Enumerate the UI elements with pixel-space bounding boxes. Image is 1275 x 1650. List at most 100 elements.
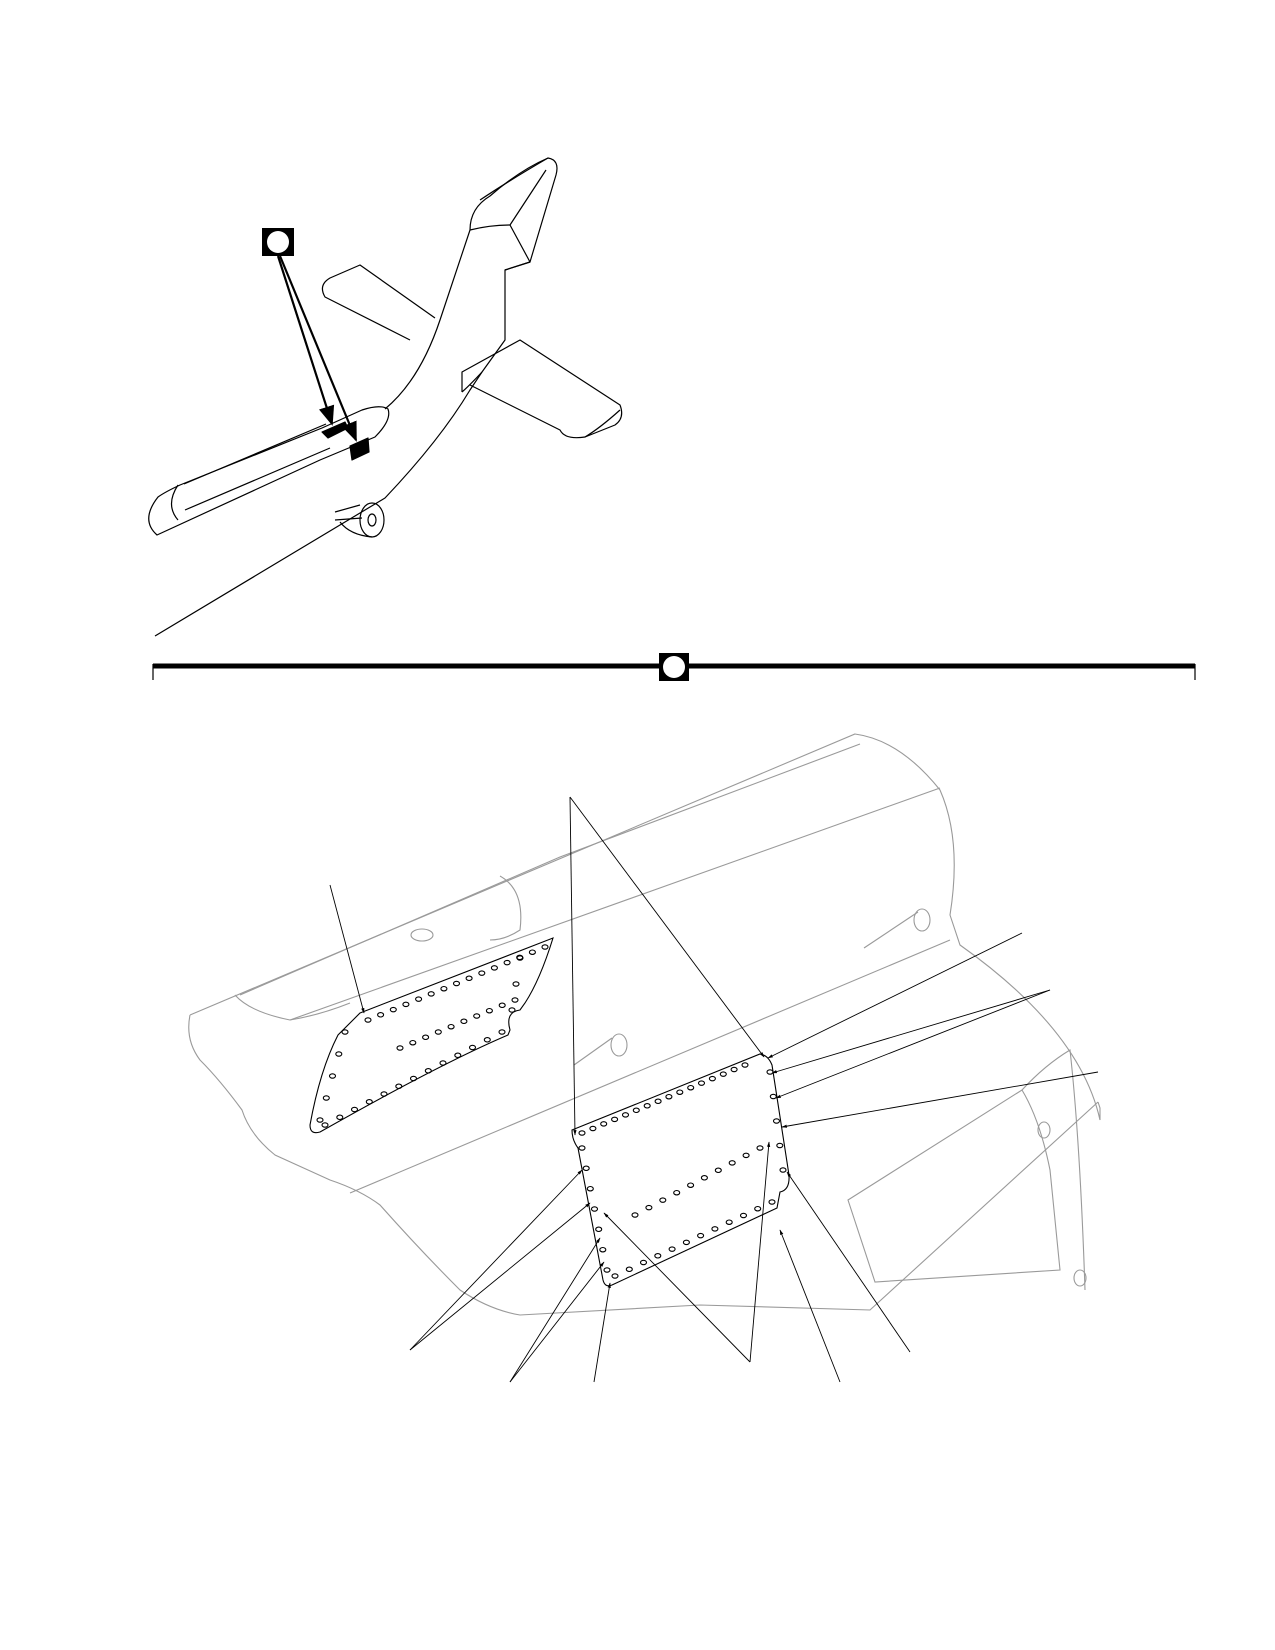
rivet-hole — [654, 1253, 662, 1259]
rivet-hole — [586, 1185, 594, 1192]
fin-inner-line — [469, 169, 547, 231]
rivet-hole — [590, 1206, 599, 1212]
leader-top-b — [569, 796, 765, 1058]
rivet-hole — [395, 1083, 403, 1090]
left-access-panel — [309, 937, 554, 1134]
rivet-hole — [364, 1017, 372, 1023]
leader-top-a — [569, 796, 577, 1136]
rivet-hole — [409, 1075, 418, 1082]
rivet-hole — [422, 1034, 430, 1041]
rivet-hole — [440, 985, 448, 992]
rivet-hole — [322, 1095, 330, 1101]
vertical-fin — [384, 157, 558, 410]
rivet-hole — [668, 1246, 676, 1252]
rivet-hole — [350, 1106, 359, 1113]
access-panel-lower — [349, 437, 370, 461]
right-panel-holes — [578, 1062, 787, 1279]
leader-bottom-2b — [509, 1261, 605, 1383]
rivet-hole — [454, 1052, 462, 1059]
leader-right-3 — [781, 1071, 1099, 1128]
housing-lower-line — [349, 939, 951, 1194]
stabilizer-left — [321, 264, 436, 341]
rivet-hole — [776, 1142, 784, 1149]
right-bay-hinge-1 — [1037, 1121, 1051, 1139]
rivet-hole — [728, 1160, 736, 1166]
leader-left-panel — [329, 884, 365, 1014]
housing-spine — [289, 787, 941, 1021]
rivet-hole — [611, 1273, 619, 1279]
rivet-hole — [503, 959, 511, 966]
rivet-hole — [460, 1018, 468, 1025]
rivet-hole — [756, 1145, 764, 1151]
tail-wheel-fork — [339, 521, 373, 538]
fin-cap — [479, 157, 549, 201]
detail-callout-upper — [262, 228, 358, 442]
leader-bottom-5 — [779, 1229, 841, 1383]
rivet-hole — [711, 1226, 719, 1232]
right-bay-hinge-2 — [1073, 1269, 1087, 1287]
rivet-hole — [424, 1068, 432, 1074]
rivet-hole — [632, 1107, 640, 1114]
rivet-hole — [659, 1197, 667, 1203]
tail-boom-outline — [148, 406, 390, 536]
rivet-hole — [654, 1098, 662, 1105]
rivet-hole — [316, 1117, 324, 1123]
rivet-hole — [483, 1037, 491, 1043]
leader-lines — [329, 796, 1099, 1383]
structure-hole-2 — [610, 1033, 628, 1057]
left-panel-outline — [309, 937, 554, 1134]
rivet-hole — [396, 1045, 404, 1051]
leader-bottom-1b — [409, 1202, 591, 1351]
rivet-hole — [365, 1099, 373, 1105]
rivet-hole — [708, 1075, 716, 1082]
detail-marker-circle-divider — [663, 656, 685, 678]
rivet-hole — [603, 1267, 611, 1273]
fuselage-lower-line — [154, 371, 483, 637]
right-bay-frame — [847, 1089, 1061, 1283]
rivet-hole — [631, 1212, 639, 1218]
leader-right-2a — [771, 989, 1051, 1074]
rivet-hole — [779, 1167, 787, 1173]
structure-hole-3 — [913, 908, 931, 932]
leader-bottom-4b — [749, 1141, 771, 1363]
rivet-hole — [511, 997, 519, 1003]
leader-bottom-2a — [509, 1237, 601, 1383]
view-divider — [152, 653, 1196, 681]
rivet-hole — [725, 1219, 733, 1225]
callout-arrow-2 — [278, 255, 358, 442]
rivet-hole — [478, 970, 486, 976]
callout-arrow-1 — [276, 255, 335, 426]
detail-structure — [188, 733, 1101, 1316]
rivet-hole — [485, 1007, 493, 1014]
leader-bottom-4a — [603, 1212, 751, 1363]
housing-curve — [234, 994, 351, 1021]
rivet-hole — [512, 981, 520, 987]
structure-hole-1 — [410, 928, 434, 942]
rivet-hole — [415, 996, 423, 1002]
rivet-hole — [719, 1071, 727, 1077]
leader-right-2b — [775, 989, 1051, 1099]
stabilizer-right-tip — [584, 409, 621, 438]
rivet-hole — [516, 955, 524, 961]
rivet-hole — [427, 991, 435, 997]
rivet-hole — [673, 1189, 681, 1196]
rivet-hole — [643, 1103, 651, 1109]
left-panel-holes — [316, 944, 549, 1128]
rivet-hole — [578, 1130, 586, 1136]
rivet-hole — [541, 944, 549, 950]
rivet-hole — [473, 1013, 481, 1019]
rivet-hole — [687, 1084, 695, 1091]
rivet-hole — [328, 1073, 337, 1079]
rivet-hole — [447, 1023, 455, 1030]
right-bay-inner — [1021, 1049, 1086, 1291]
rivet-hole — [754, 1205, 762, 1212]
rivet-hole — [595, 1226, 603, 1233]
detail-marker-circle-upper — [267, 231, 289, 253]
tail-boom-lower-edge — [184, 447, 331, 511]
rivet-hole — [741, 1062, 749, 1068]
tail-boom-overview — [148, 157, 623, 637]
rivet-hole — [697, 1232, 705, 1239]
structure-fairing-2 — [863, 911, 919, 949]
fin-trailing-edge — [504, 224, 531, 271]
